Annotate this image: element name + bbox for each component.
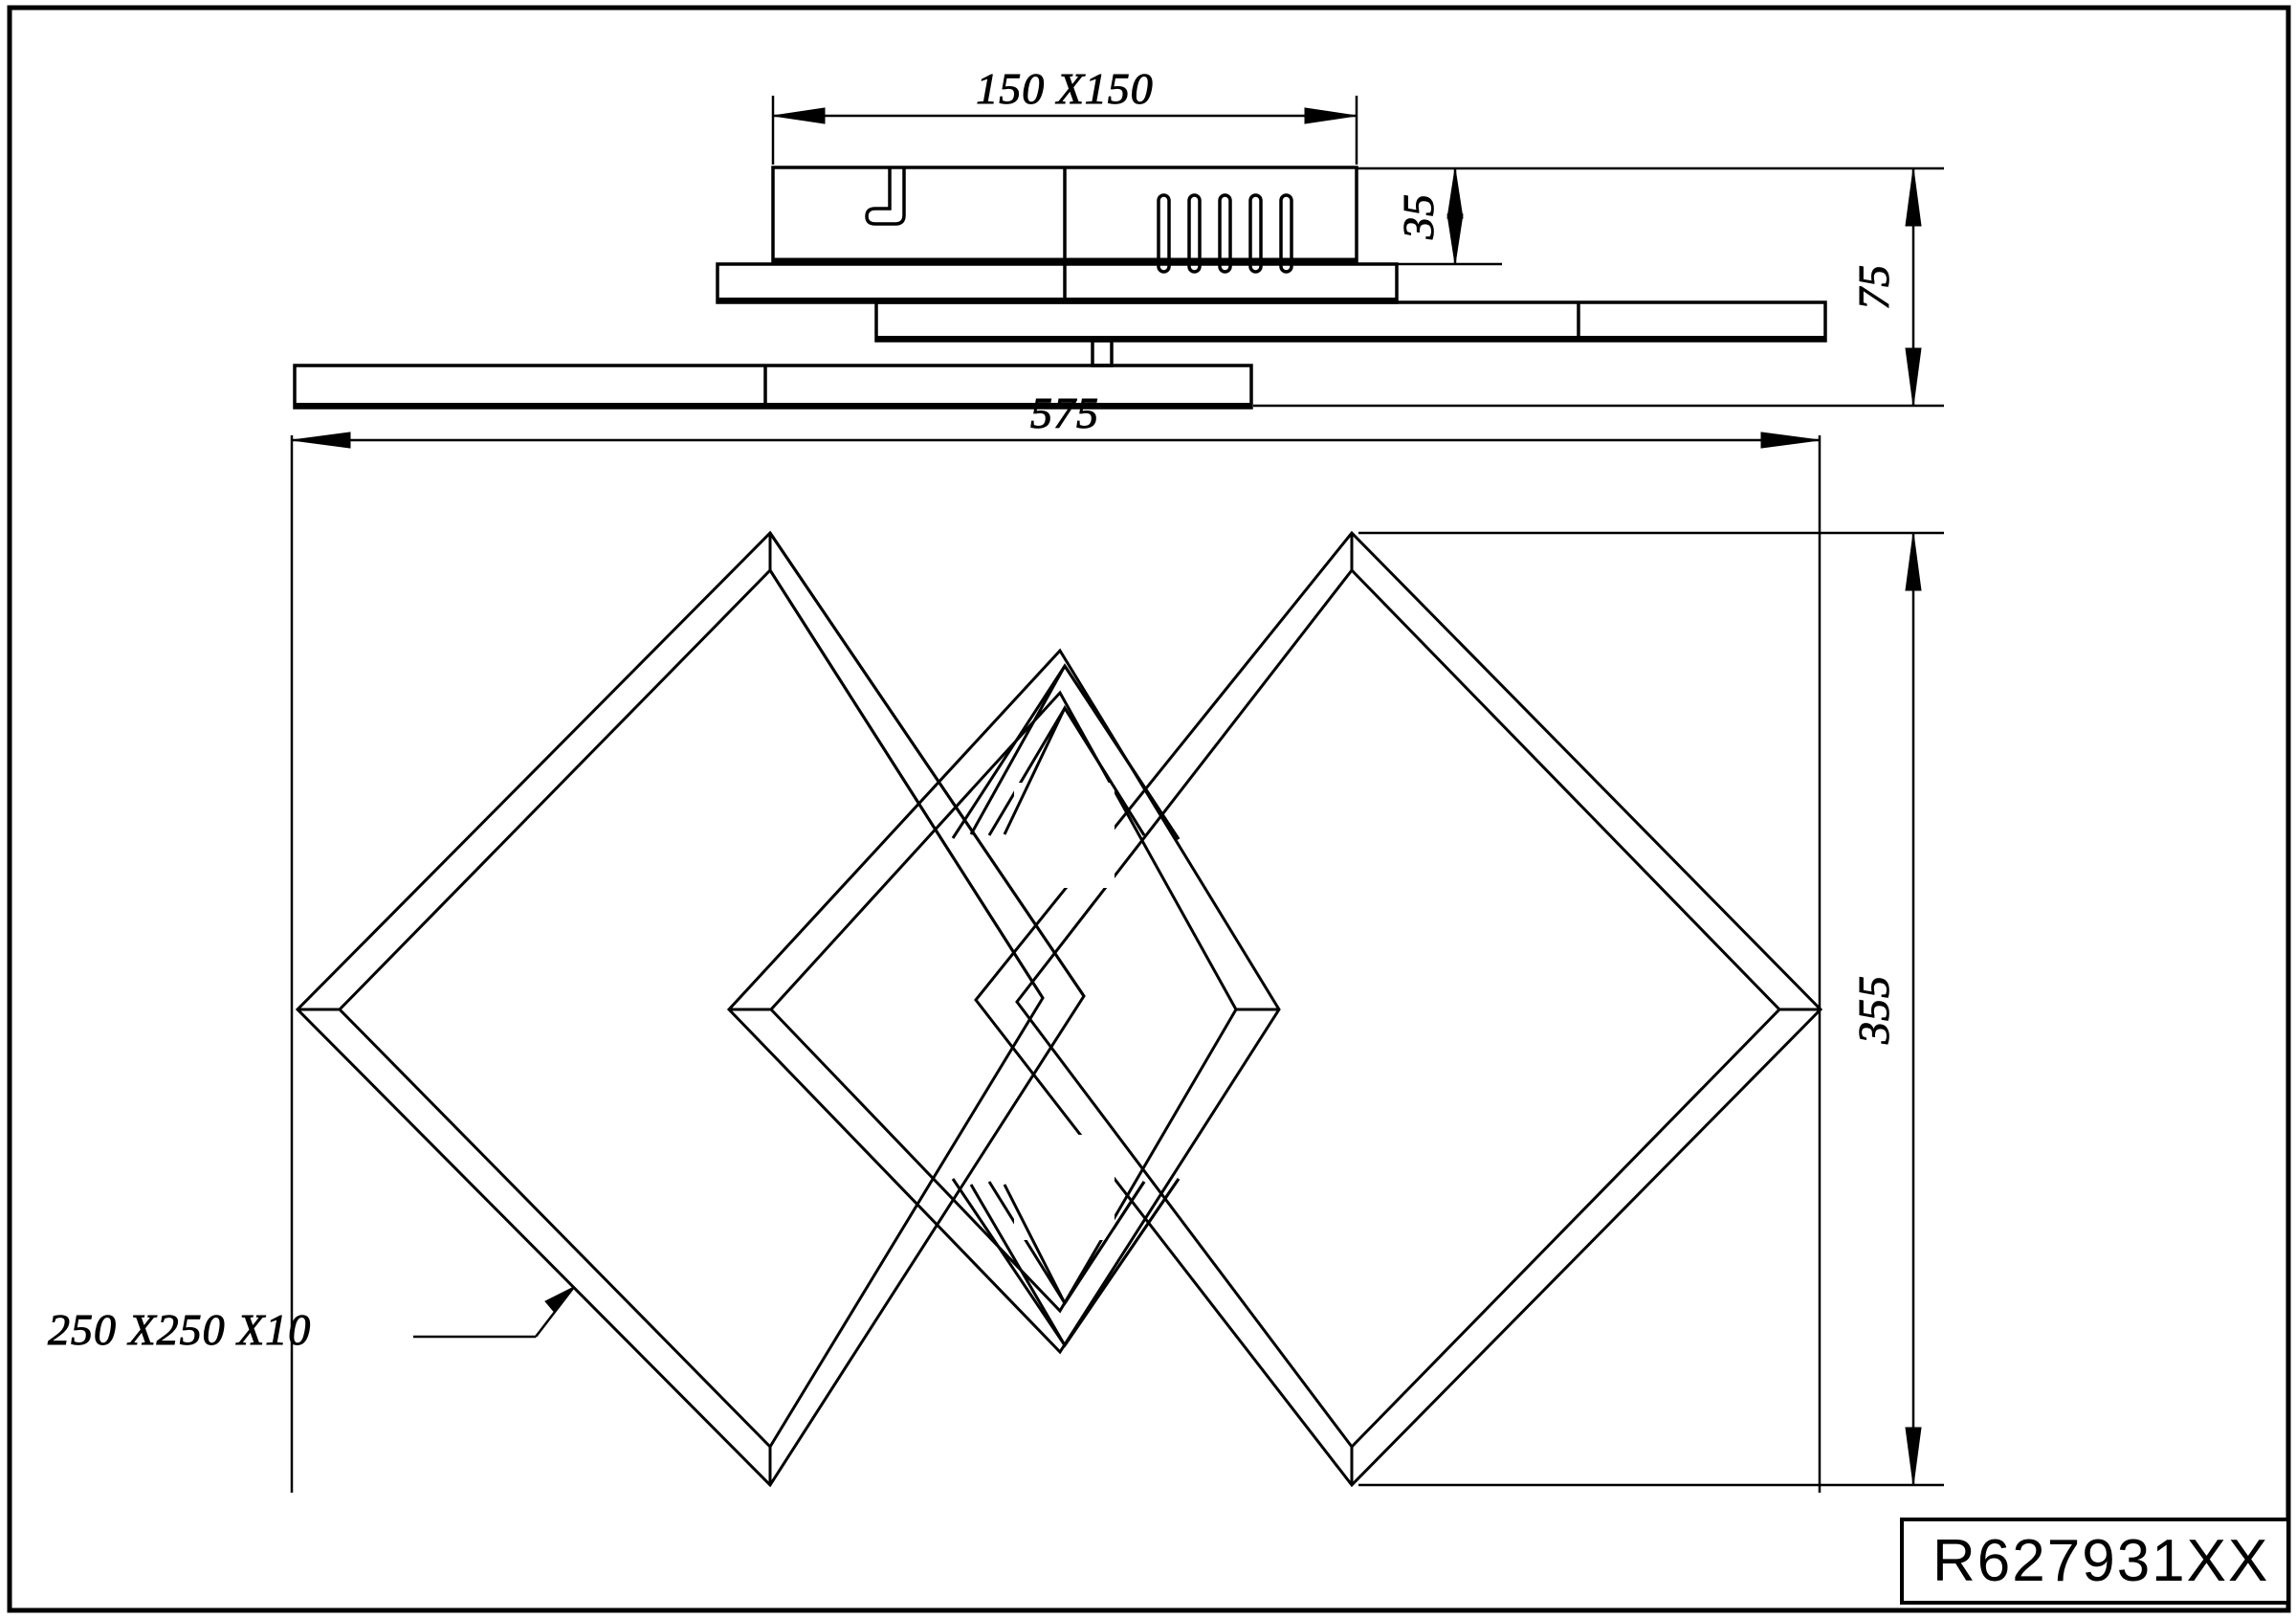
interlock-weave bbox=[951, 665, 1181, 1346]
left-diamond-ne-edge bbox=[768, 532, 1086, 997]
arrowhead-bottom bbox=[1446, 213, 1464, 265]
mounting-bar-upper bbox=[716, 262, 1399, 304]
arrowhead-top bbox=[1905, 532, 1922, 591]
mounting-bar-lower bbox=[293, 364, 1253, 410]
mounting-bar-middle bbox=[874, 300, 1827, 343]
large-diamond-right-inner bbox=[1015, 567, 1782, 1450]
weave-seg-f bbox=[951, 1178, 1067, 1346]
vent-slot bbox=[1248, 193, 1263, 274]
vent-slot bbox=[1157, 193, 1171, 274]
dimension-label-35: 35 bbox=[1394, 193, 1443, 240]
dimension-35: 35 bbox=[1357, 166, 1502, 266]
left-diamond-ne-edge-inner bbox=[768, 569, 1045, 999]
weave-masks bbox=[1014, 783, 1115, 1240]
small-diamond-upper-inner bbox=[1003, 704, 1146, 836]
arrowhead-top bbox=[1446, 167, 1464, 219]
arrowhead-left bbox=[291, 432, 351, 449]
side-elevation-view bbox=[293, 166, 1827, 410]
dimension-label-575: 575 bbox=[1030, 388, 1099, 437]
part-number-label: R627931XX bbox=[1932, 1528, 2269, 1594]
mask-lower-center bbox=[1014, 1135, 1115, 1240]
dimension-label-355: 355 bbox=[1849, 975, 1898, 1045]
keyhole-slot-icon bbox=[865, 167, 906, 226]
weave-seg-d bbox=[987, 707, 1067, 836]
medium-diamond-outer bbox=[726, 648, 1281, 1355]
note-label-250x250x10: 250 X250 X10 bbox=[48, 1305, 311, 1354]
sheet-border bbox=[7, 5, 2291, 1613]
medium-diamond bbox=[726, 648, 1281, 1355]
mask-upper-center bbox=[1014, 783, 1115, 888]
dimension-150x150: 150 X150 bbox=[771, 64, 1358, 165]
leader-arrowhead bbox=[544, 1286, 575, 1314]
connector-stub bbox=[1091, 339, 1114, 367]
dimension-355: 355 bbox=[1358, 531, 1944, 1487]
arrowhead-bottom bbox=[1905, 1427, 1922, 1486]
vent-slot bbox=[1279, 193, 1293, 274]
arrowhead-right bbox=[1304, 107, 1358, 124]
arrowhead-top bbox=[1905, 167, 1922, 227]
dimension-75: 75 bbox=[1253, 166, 1944, 408]
title-block-frame bbox=[1900, 1518, 2290, 1605]
large-diamond-left bbox=[295, 530, 1086, 1488]
arrowhead-left bbox=[772, 107, 826, 124]
small-diamond-upper-outer bbox=[969, 663, 1181, 840]
weave-overdraw bbox=[969, 663, 1181, 1348]
small-diamond-lower-outer bbox=[969, 1178, 1181, 1348]
dimension-575: 575 bbox=[290, 388, 1821, 1493]
arrowhead-bottom bbox=[1905, 347, 1922, 407]
small-diamond-lower-inner bbox=[1003, 1181, 1146, 1306]
bottom-plan-view bbox=[295, 530, 1823, 1488]
large-diamond-left-inner bbox=[337, 567, 1045, 1450]
dimension-label-150x150: 150 X150 bbox=[976, 64, 1154, 113]
large-diamond-left-outer bbox=[295, 530, 1086, 1488]
vent-slot bbox=[1187, 193, 1202, 274]
title-block: R627931XX bbox=[1900, 1518, 2290, 1605]
large-diamond-right bbox=[974, 530, 1823, 1488]
vent-slot bbox=[1218, 193, 1232, 274]
vent-slots-group bbox=[1157, 193, 1293, 274]
dimension-label-75: 75 bbox=[1849, 264, 1898, 310]
medium-diamond-inner bbox=[768, 690, 1238, 1314]
note-250x250x10: 250 X250 X10 bbox=[48, 1286, 575, 1355]
weave-seg-b bbox=[951, 665, 1067, 839]
weave-seg-h bbox=[987, 1181, 1067, 1304]
weave-left-over-right bbox=[768, 532, 1086, 999]
large-diamond-right-outer bbox=[974, 530, 1823, 1488]
arrowhead-right bbox=[1760, 432, 1821, 449]
